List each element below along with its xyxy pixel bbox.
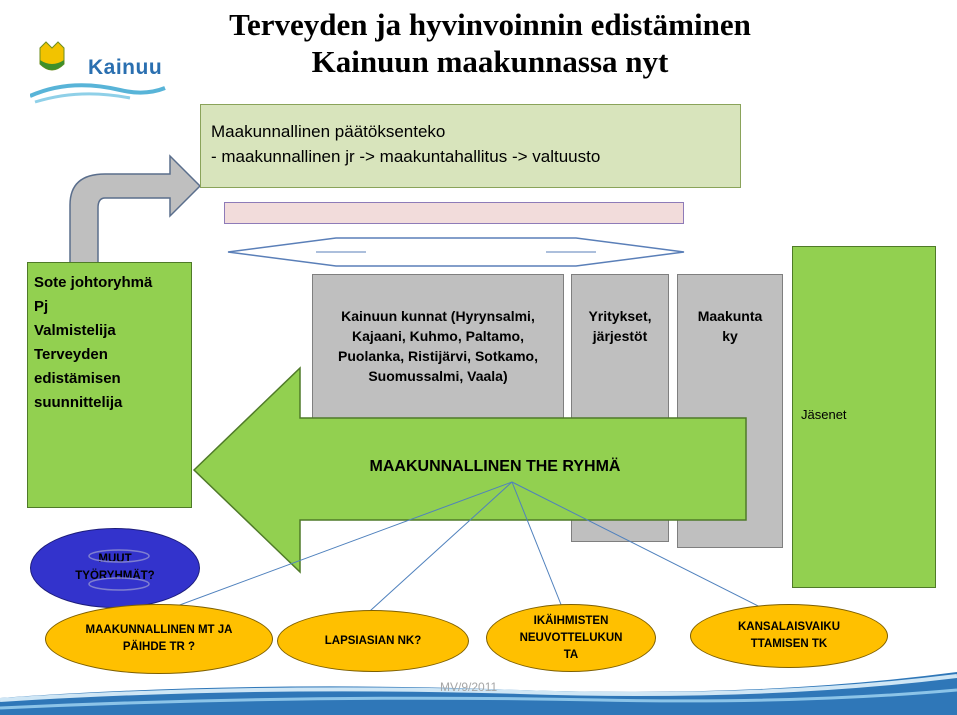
left-box-line-4: Terveyden bbox=[34, 346, 108, 363]
maakunta-label: Maakunta ky bbox=[697, 308, 763, 344]
left-box-line-3: Valmistelija bbox=[34, 322, 116, 339]
ikai-label: IKÄIHMISTEN NEUVOTTELUKUN TA bbox=[519, 614, 623, 661]
logo-text: Kainuu bbox=[88, 56, 163, 79]
ikaihmisten-ellipse: IKÄIHMISTEN NEUVOTTELUKUN TA bbox=[486, 604, 656, 672]
kansa-label: KANSALAISVAIKU TTAMISEN TK bbox=[737, 621, 840, 650]
title-line-2: Kainuun maakunnassa nyt bbox=[311, 44, 669, 79]
decision-line-2: - maakunnallinen jr -> maakuntahallitus … bbox=[211, 147, 601, 166]
yritykset-label: Yritykset, järjestöt bbox=[588, 308, 652, 344]
pink-bar bbox=[224, 202, 684, 224]
sote-johtoryhma-box: Sote johtoryhmä Pj Valmistelija Terveyde… bbox=[27, 262, 192, 508]
lapsiasian-ellipse: LAPSIASIAN NK? bbox=[277, 610, 469, 672]
double-arrow bbox=[227, 237, 685, 267]
the-ryhma-label: MAAKUNNALLINEN THE RYHMÄ bbox=[369, 458, 621, 475]
big-green-arrow bbox=[192, 366, 747, 574]
muut-inner-ring bbox=[88, 549, 150, 591]
decision-box: Maakunnallinen päätöksenteko - maakunnal… bbox=[200, 104, 741, 188]
kunnat-label: Kainuun kunnat (Hyrynsalmi, Kajaani, Kuh… bbox=[338, 308, 538, 384]
decision-line-1: Maakunnallinen päätöksenteko bbox=[211, 122, 446, 141]
page-title: Terveyden ja hyvinvoinnin edistäminen Ka… bbox=[150, 6, 830, 80]
mt-label: MAAKUNNALLINEN MT JA PÄIHDE TR ? bbox=[85, 624, 233, 653]
left-box-line-6: suunnittelija bbox=[34, 394, 123, 411]
left-box-line-5: edistämisen bbox=[34, 370, 121, 387]
title-line-1: Terveyden ja hyvinvoinnin edistäminen bbox=[229, 7, 751, 42]
jasenet-box: Jäsenet bbox=[792, 246, 936, 588]
lapsi-label: LAPSIASIAN NK? bbox=[324, 634, 422, 647]
curved-arrow bbox=[69, 154, 202, 291]
kainuu-logo bbox=[30, 41, 166, 104]
mt-paihde-ellipse: MAAKUNNALLINEN MT JA PÄIHDE TR ? bbox=[45, 604, 273, 674]
muut-tyoryhmat-ellipse: MUUT TYÖRYHMÄT? bbox=[30, 528, 200, 608]
left-box-line-2: Pj bbox=[34, 298, 49, 315]
left-box-line-1: Sote johtoryhmä bbox=[34, 274, 153, 291]
jasenet-label: Jäsenet bbox=[801, 407, 847, 422]
footer-text: MV/9/2011 bbox=[440, 680, 498, 694]
kansalaisvaikuttamisen-ellipse: KANSALAISVAIKU TTAMISEN TK bbox=[690, 604, 888, 668]
bottom-wave bbox=[0, 672, 957, 715]
